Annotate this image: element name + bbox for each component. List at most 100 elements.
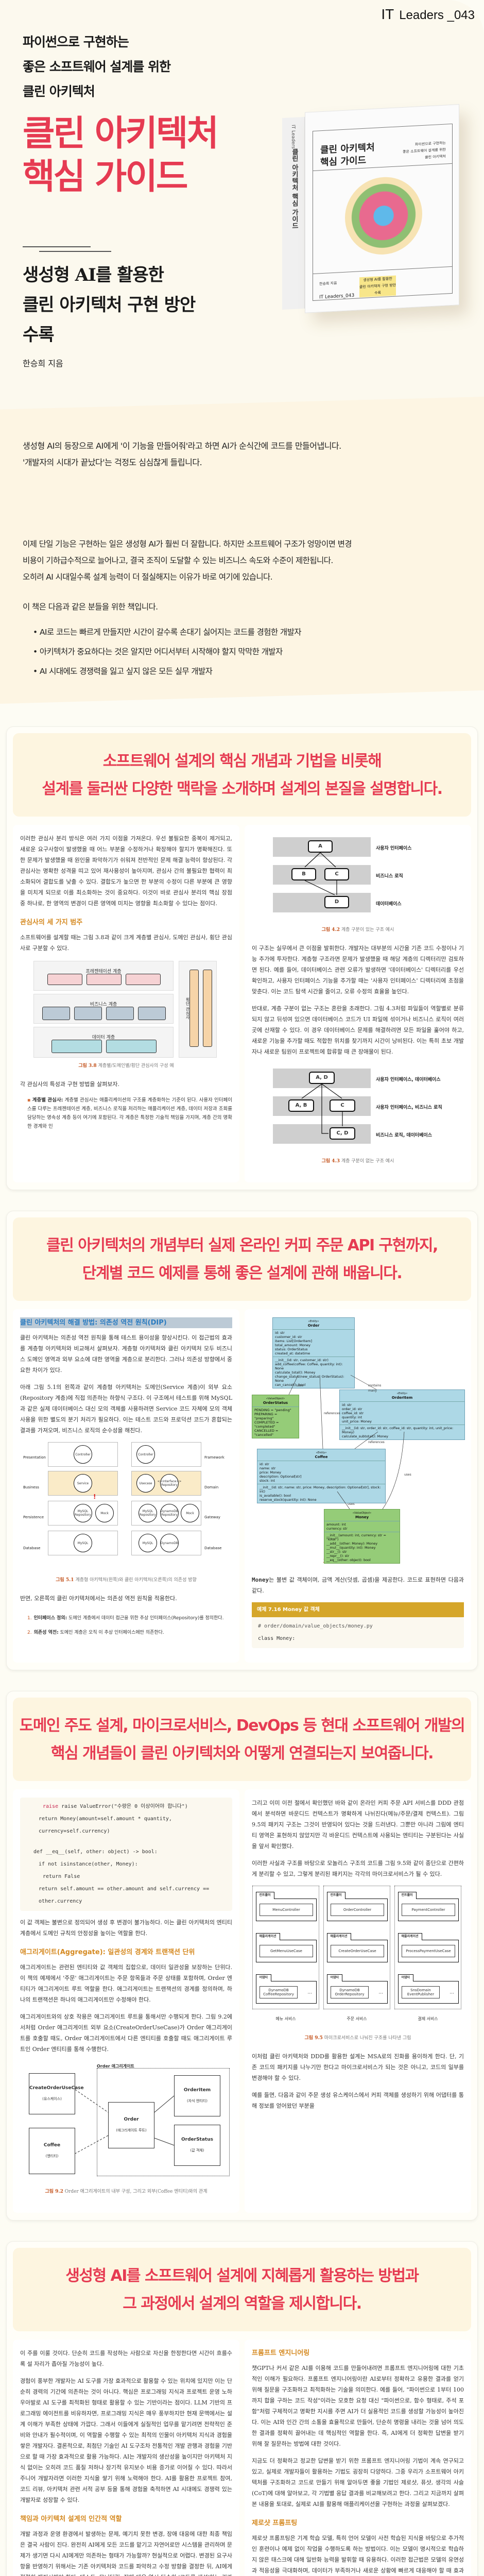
excerpt-columns: raise raise ValueError("수량은 0 이상이어야 합니다"… <box>13 1789 471 2213</box>
feature-card-generative-ai: 생성형 AI를 소프트웨어 설계에 지혜롭게 활용하는 방법과 그 과정에서 설… <box>6 2241 478 2576</box>
box-role: (애그리게이트 루트) <box>116 2128 147 2132</box>
excerpt-heading: 관심사의 세 가지 범주 <box>20 919 83 926</box>
class-coffee: «Entity»Coffee id: str name: str price: … <box>257 1449 386 1503</box>
title-line: 핵심 가이드 <box>23 157 188 197</box>
field: amount: int <box>326 1522 346 1527</box>
layer-data: 데이터 계층 <box>33 1027 174 1058</box>
relation-label: many <box>368 1389 377 1393</box>
spine-series: IT Leaders <box>290 124 296 149</box>
excerpt-paragraph: 아래 그림 5.1의 왼쪽과 같이 계층형 아키텍처는 도메인(Service … <box>20 1384 232 1434</box>
node-mysql-repo: MySQL Repository <box>139 1504 157 1522</box>
audience-heading: 이 책은 다음과 같은 분들을 위한 책입니다. <box>23 602 158 612</box>
intro-text: 생성형 AI의 등장으로 AI에게 '이 기능을 만들어줘'라고 하면 AI가 … <box>23 438 461 471</box>
field: customer_id: str <box>275 1335 302 1339</box>
component: MenuController <box>260 1904 313 1916</box>
layer-business: 비즈니스 계층 <box>33 994 174 1024</box>
figure-layered-structure: A B C D 사용자 인터페이스 비즈니스 로직 데이터베이스 <box>273 835 443 923</box>
node-mysql: MySQL <box>139 1534 157 1552</box>
layer-crosscutting: 횡단 관심사 <box>179 961 217 1058</box>
figure-caption: 그림 4.3 계층 구분이 없는 구조 예시 <box>252 1156 464 1167</box>
excerpt-paragraph: 그리고 이미 이전 절에서 확인했던 바와 같이 온라인 커피 주문 API 서… <box>252 1800 464 1850</box>
node-a: A <box>308 840 333 853</box>
divider <box>23 246 91 247</box>
class-fields: PENDING = "pending" PREPARING = "prepari… <box>252 1407 299 1438</box>
component-box <box>189 970 199 1047</box>
band-label: 비즈니스 로직, 데이터베이스 <box>376 1133 433 1138</box>
class-name: Order <box>307 1324 320 1328</box>
figure-caption: 그림 3.8 계층별/도메인별/횡단 관심사의 구성 예 <box>20 1061 232 1072</box>
intro-line: 비용이 기하급수적으로 늘어나고, 결국 조직이 도달할 수 있는 비즈니스 속… <box>23 556 333 565</box>
warning-icon: ! <box>93 1493 96 1500</box>
ellipsis: ··· <box>378 1991 383 1996</box>
excerpt-paragraph: 이 값 객체는 불변으로 정의되어 생성 후 변경이 불가능하다. 이는 클린 … <box>20 1919 232 1937</box>
feature-banner: 클린 아키텍처의 개념부터 실제 온라인 커피 주문 API 구현까지, 단계별… <box>13 1217 471 1301</box>
audience-item: • AI로 코드는 빠르게 만들지만 시간이 갈수록 손대기 싫어지는 코드를 … <box>33 628 302 637</box>
step-number: 1. <box>27 1616 32 1621</box>
cover-highlight: 생성형 AI를 활용한 클린 아키텍처 구현 방안 수록 <box>359 275 396 298</box>
method: __init__(id: str, order_id: str, coffee_… <box>342 1426 454 1434</box>
layer-band <box>273 893 371 912</box>
intro-line: '개발자의 시대가 끝났다'는 걱정도 심심찮게 들립니다. <box>23 457 202 467</box>
intro-line: 이제 단일 기능은 구현하는 일은 생성형 AI가 훨씬 더 잘합니다. 하지만… <box>23 539 352 549</box>
class-fields: amount: int currency: str <box>324 1521 400 1532</box>
node-mysql-repo: MySQL Repository <box>74 1504 92 1522</box>
class-methods: __init__(id: str, name: str, price: Mone… <box>257 1484 385 1503</box>
code-line: # order/domain/value_objects/money.py <box>258 1623 373 1629</box>
excerpt-paragraph: 제로샷 프롬프팅은 기계 학습 모델, 특히 언어 모델이 사전 학습된 지식을… <box>252 2535 464 2574</box>
class-name: Money <box>355 1515 369 1519</box>
banner-title: 생성형 AI를 소프트웨어 설계에 지혜롭게 활용하는 방법과 그 과정에서 설… <box>13 2262 471 2318</box>
subtitle-line: 좋은 소프트웨어 설계를 위한 <box>23 59 171 74</box>
service-label: 메뉴 서비스 <box>275 2016 296 2021</box>
band-label: 비즈니스 로직 <box>376 874 403 879</box>
class-money: «ValueObject»Money amount: int currency:… <box>324 1509 400 1564</box>
excerpt-left: 이 주를 이룰 것이다. 단순히 코드를 작성하는 사람으로 자신을 한정한다면… <box>13 2340 239 2576</box>
row-label: Database <box>23 1546 41 1550</box>
class-name: OrderItem <box>391 1396 413 1400</box>
method: is_available(): bool <box>260 1494 291 1498</box>
banner-line: 설계를 둘러싼 다양한 맥락을 소개하며 설계의 본질을 설명합니다. <box>42 780 443 798</box>
arrows <box>304 852 337 895</box>
figure-caption: 그림 4.2 계층 구분이 있는 구조 예시 <box>252 925 464 936</box>
field: name: str <box>260 1466 276 1470</box>
figure-entity-class-diagram: «Entity»Order id: str customer_id: str i… <box>252 1317 471 1564</box>
component-box <box>51 1040 102 1053</box>
intro-text-2: 이제 단일 기능은 구현하는 일은 생성형 AI가 훨씬 더 잘합니다. 하지만… <box>23 536 461 681</box>
cover-author: 한승희 지음 <box>319 281 337 286</box>
class-methods: __init__(amount: int, currency: str = "K… <box>324 1532 400 1563</box>
excerpt-paragraph: 클린 아키텍처는 의존성 역전 원칙을 통해 테스트 용이성을 향상시킨다. 이… <box>20 1334 232 1374</box>
step-list: 1.인터페이스 정의: 도메인 계층에서 데이터 접근을 위한 추상 인터페이스… <box>27 1611 232 1640</box>
excerpt-paragraph: 애그리게이트는 관련된 엔티티와 값 객체의 집합으로, 데이터 일관성을 보장… <box>20 1964 232 2003</box>
component-box <box>106 1040 157 1053</box>
excerpt-paragraph: 이처럼 클린 아키텍처와 DDD를 활용한 설계는 MSA로의 진화를 용이하게… <box>252 2053 464 2081</box>
package-tab: 애플리케이션 <box>326 1933 351 1940</box>
step-term: 인터페이스 정의: <box>33 1616 67 1621</box>
ai-tagline: 생성형 AI를 활용한 클린 아키텍처 구현 방안 수록 <box>23 260 196 350</box>
package-tab: 컨트롤러 <box>397 1892 417 1899</box>
tagline-line: 수록 <box>23 325 55 345</box>
spine-title: 클린 아키텍처 핵심 가이드 <box>290 148 298 229</box>
row-label: Business <box>23 1485 39 1489</box>
excerpt-paragraph: 반대로, 계층 구분이 없는 구조는 혼란을 초래한다. 그림 4.3처럼 파일… <box>252 1005 464 1055</box>
relation-label: uses <box>404 1473 411 1477</box>
box-role: (엔티티) <box>45 2154 59 2158</box>
feature-banner: 생성형 AI를 소프트웨어 설계에 지혜롭게 활용하는 방법과 그 과정에서 설… <box>13 2248 471 2331</box>
box-name: OrderStatus <box>181 2137 213 2142</box>
excerpt-paragraph: 반면, 오른쪽의 클린 아키텍처에서는 의존성 역전 원칙을 적용한다. <box>20 1595 177 1602</box>
subtitle-line: 파이썬으로 구현하는 <box>23 35 129 49</box>
excerpt-paragraph: Money는 불변 값 객체이며, 금액 계산(덧셈, 곱셈)을 제공한다. 코… <box>252 1574 464 1596</box>
class-header: «Entity»Coffee <box>257 1449 385 1461</box>
field: quantity: int <box>342 1415 362 1419</box>
box-order: Order(애그리게이트 루트) <box>108 2102 154 2148</box>
step-text: 도메인 계층은 오직 이 추상 인터페이스에만 의존한다. <box>60 1630 164 1635</box>
component-box <box>203 970 212 1047</box>
banner-title: 소프트웨어 설계의 핵심 개념과 기법을 비롯해 설계를 둘러싼 다양한 맥락을… <box>13 748 471 803</box>
field: price: Money <box>260 1470 281 1475</box>
node-mysql: MySQL <box>74 1534 92 1552</box>
